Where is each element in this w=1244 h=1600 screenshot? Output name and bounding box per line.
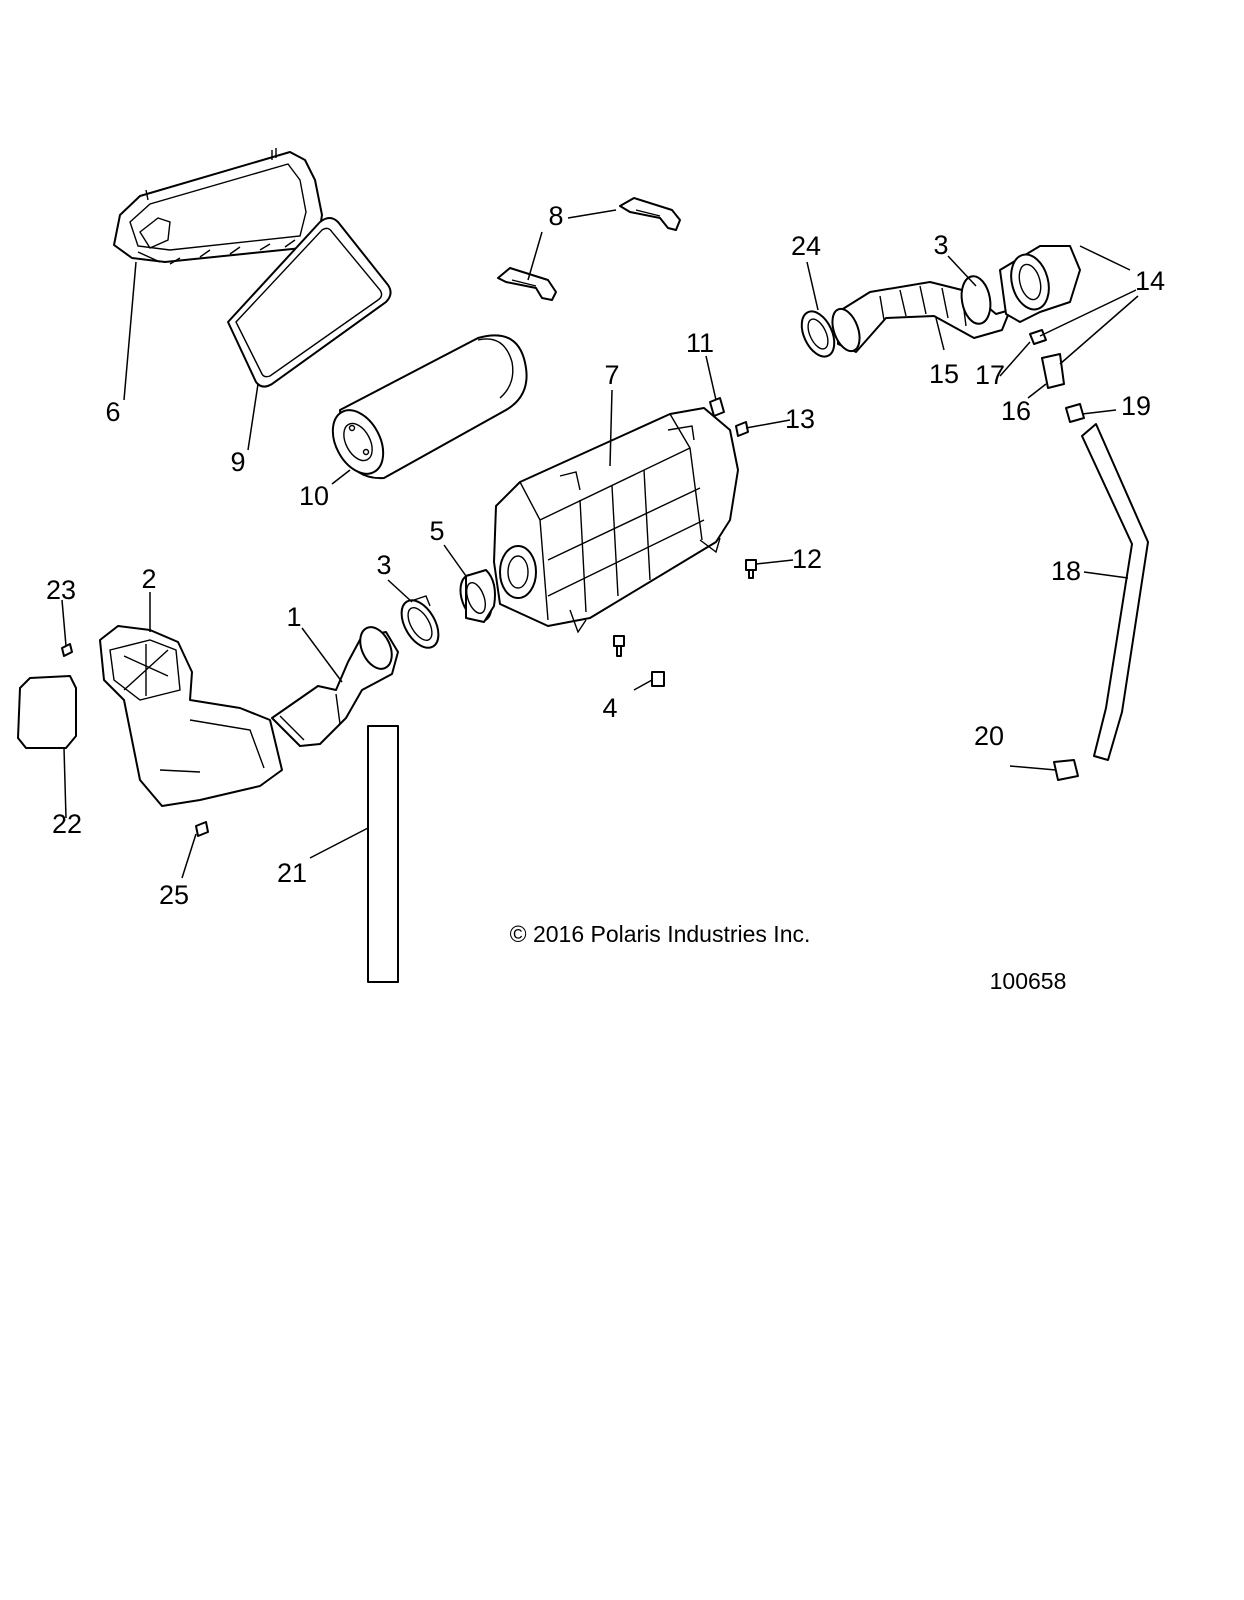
callout-13: 13 <box>785 404 815 434</box>
callout-10: 10 <box>299 481 329 511</box>
figure-number: 100658 <box>990 968 1067 994</box>
part-22-foam-filter <box>17 675 77 749</box>
part-10-filter-element <box>331 334 528 480</box>
part-12-screw <box>745 559 757 579</box>
callout-1: 1 <box>286 602 301 632</box>
part-18-drain-tube <box>1081 423 1149 761</box>
callout-24: 24 <box>791 231 821 261</box>
callout-14: 14 <box>1135 266 1165 296</box>
callout-11: 11 <box>686 328 714 358</box>
callout-3-right: 3 <box>933 230 948 260</box>
part-7-airbox <box>493 407 739 634</box>
part-6-airbox-cover <box>113 148 323 265</box>
part-13-screw <box>735 421 749 437</box>
part-2-intake-housing <box>99 625 283 807</box>
callout-23: 23 <box>46 575 76 605</box>
callout-16: 16 <box>1001 396 1031 426</box>
copyright-text: © 2016 Polaris Industries Inc. <box>510 921 811 947</box>
part-3-clamp-right <box>960 275 992 325</box>
callout-18: 18 <box>1051 556 1081 586</box>
callout-15: 15 <box>929 359 959 389</box>
callout-7: 7 <box>604 360 619 390</box>
part-23-fastener <box>61 643 73 657</box>
part-8-clips <box>497 197 681 301</box>
leader-lines <box>61 209 1139 879</box>
callout-labels: 1 2 3 3 4 5 6 7 8 9 10 11 12 13 14 15 16… <box>46 201 1165 910</box>
part-4b-fastener <box>651 671 665 687</box>
part-9-gasket <box>227 217 392 388</box>
callout-22: 22 <box>52 809 82 839</box>
callout-9: 9 <box>230 447 245 477</box>
callout-25: 25 <box>159 880 189 910</box>
part-25-fastener <box>195 821 209 837</box>
callout-4: 4 <box>602 693 617 723</box>
callout-5: 5 <box>429 516 444 546</box>
callout-20: 20 <box>974 721 1004 751</box>
part-20-clamp <box>1053 759 1079 781</box>
part-4a-screw <box>613 635 625 657</box>
callout-12: 12 <box>792 544 822 574</box>
part-24-clamp <box>800 310 836 358</box>
part-19-cap <box>1065 403 1085 423</box>
part-11-clip <box>709 397 725 417</box>
callout-17: 17 <box>975 360 1005 390</box>
part-3-clamp-left <box>400 595 440 649</box>
fasteners <box>61 329 1085 837</box>
part-1-intake-duct <box>271 626 399 747</box>
callout-2: 2 <box>141 564 156 594</box>
callout-21: 21 <box>277 858 307 888</box>
part-16-fitting <box>1041 353 1065 389</box>
part-17-fitting <box>1029 329 1047 345</box>
callout-8: 8 <box>548 201 563 231</box>
part-21-strip <box>367 725 399 983</box>
callout-19: 19 <box>1121 391 1151 421</box>
callout-3-left: 3 <box>376 550 391 580</box>
callout-6: 6 <box>105 397 120 427</box>
part-5-coupler <box>459 569 496 623</box>
part-14-elbow <box>999 245 1081 323</box>
